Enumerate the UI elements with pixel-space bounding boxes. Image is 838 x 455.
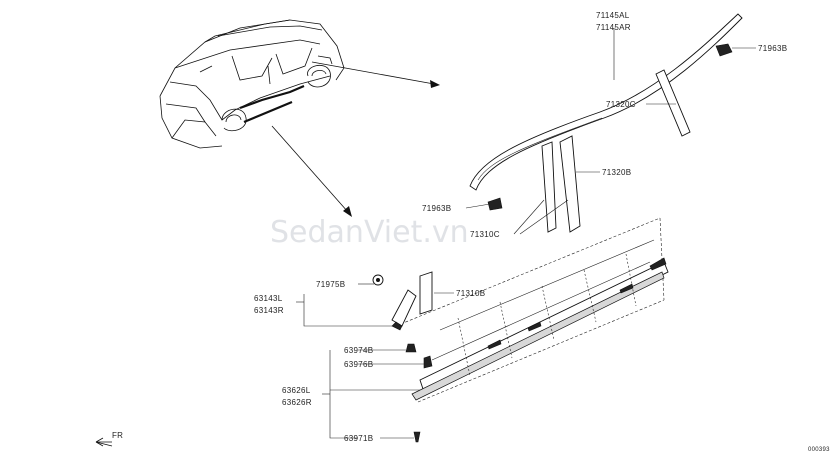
arrow-roof [311, 61, 440, 88]
label-71975b: 71975B [316, 280, 345, 289]
label-71320b: 71320B [602, 168, 631, 177]
label-63974b: 63974B [344, 346, 373, 355]
clip-mid [487, 197, 503, 211]
label-71145al: 71145AL [596, 11, 630, 20]
arrow-sill [271, 125, 352, 217]
figure-code: 000393 [808, 447, 830, 453]
label-63626r: 63626R [282, 398, 312, 407]
fr-label: FR [112, 431, 123, 440]
svg-text:SedanViet.vn: SedanViet.vn [270, 215, 469, 250]
side-sill-garnish [395, 217, 669, 403]
watermark: SedanViet.vn [270, 215, 469, 250]
label-71310c: 71310C [470, 230, 500, 239]
label-63143l: 63143L [254, 294, 283, 303]
clip-a [405, 343, 417, 353]
label-63143r: 63143R [254, 306, 284, 315]
mirror-garnish [391, 271, 433, 331]
labels: 71145AL 71145AR 71963B 71320C 71320B 719… [112, 11, 830, 453]
pillar-garnish-b [541, 135, 581, 233]
leader-lines [296, 28, 756, 439]
fr-arrow-icon [95, 437, 113, 447]
label-71310b: 71310B [456, 289, 485, 298]
label-71963b-mid: 71963B [422, 204, 451, 213]
label-63976b: 63976B [344, 360, 373, 369]
label-71320c: 71320C [606, 100, 636, 109]
clip-b [423, 355, 433, 369]
car-illustration [159, 19, 345, 149]
label-71963b-top: 71963B [758, 44, 787, 53]
clip-small [372, 274, 384, 286]
label-71145ar: 71145AR [596, 23, 631, 32]
label-63626l: 63626L [282, 386, 311, 395]
roof-molding [469, 13, 743, 191]
pillar-garnish-c [655, 69, 691, 137]
screw [413, 431, 421, 443]
label-63971b: 63971B [344, 434, 373, 443]
clip-top [715, 43, 733, 57]
